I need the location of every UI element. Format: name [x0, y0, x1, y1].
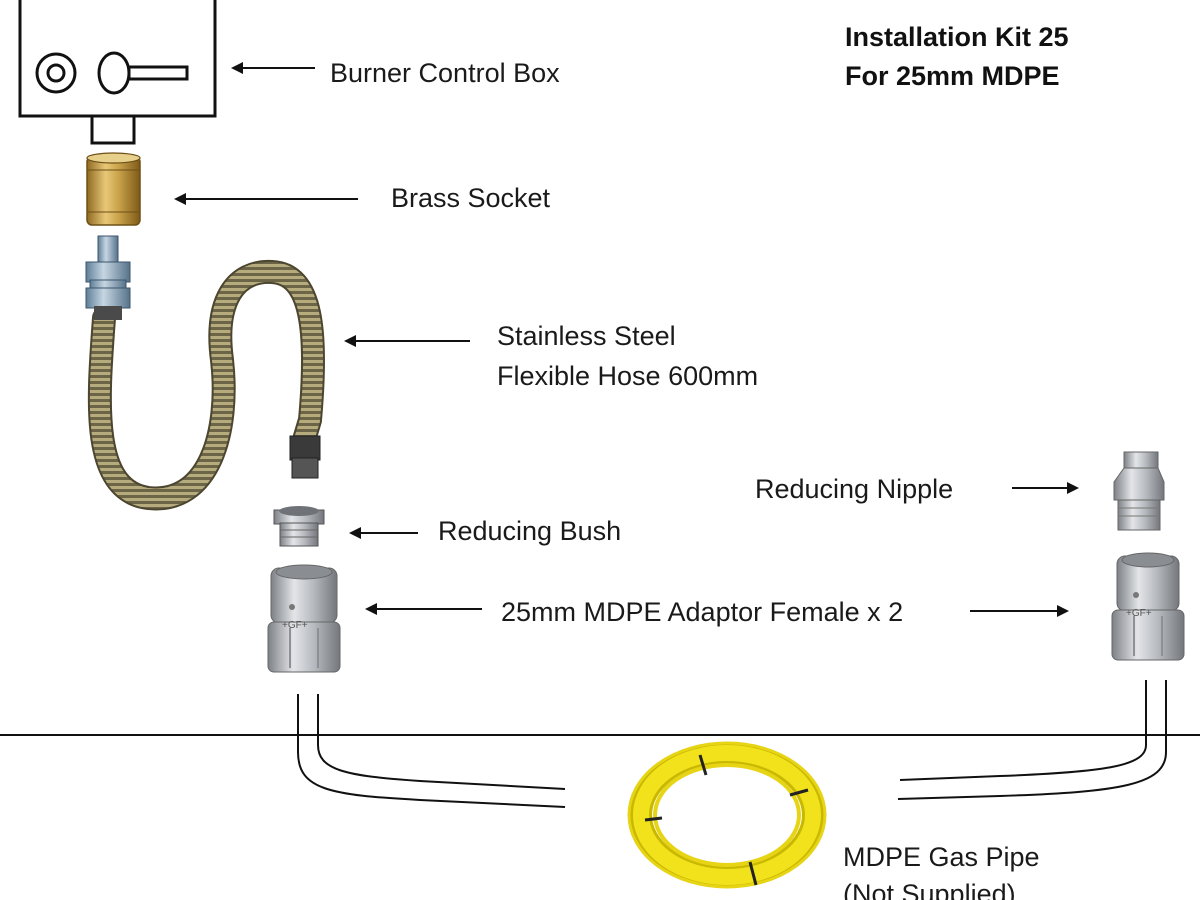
reducing-nipple-image [1113, 451, 1165, 531]
kit-subtitle: For 25mm MDPE [845, 61, 1060, 91]
brass-socket-image [86, 152, 141, 226]
label-hose-line2: Flexible Hose 600mm [497, 361, 758, 391]
label-reducing-bush: Reducing Bush [438, 516, 621, 546]
arrow-adaptor-right [970, 605, 1069, 617]
reducing-bush-image [273, 506, 325, 547]
adaptor-right-marking: +GF+ [1126, 608, 1152, 619]
label-burner-control-box: Burner Control Box [330, 58, 560, 88]
label-adaptor: 25mm MDPE Adaptor Female x 2 [501, 597, 903, 627]
arrow-hose [344, 335, 470, 347]
label-gas-pipe-line2: (Not Supplied) [843, 879, 1016, 900]
arrow-reducing-bush [349, 527, 418, 539]
arrow-brass-socket [174, 193, 358, 205]
adaptor-left-marking: +GF+ [282, 620, 308, 631]
flexible-hose-image [85, 235, 326, 511]
adaptor-left-image: +GF+ [267, 564, 341, 673]
pipe-left-outline [297, 694, 566, 808]
label-hose-line1: Stainless Steel [497, 321, 676, 351]
control-lever-icon [97, 51, 131, 95]
arrow-reducing-nipple [1012, 482, 1079, 494]
pipe-right-outline [897, 680, 1167, 800]
burner-control-box [18, 0, 217, 145]
mdpe-gas-pipe-coil-image [627, 741, 827, 889]
label-reducing-nipple: Reducing Nipple [755, 474, 953, 504]
label-brass-socket: Brass Socket [391, 183, 551, 213]
kit-title: Installation Kit 25 [845, 22, 1069, 52]
box-outlet [90, 114, 136, 145]
arrow-burner [231, 62, 315, 74]
label-gas-pipe-line1: MDPE Gas Pipe [843, 842, 1040, 872]
adaptor-right-image: +GF+ [1111, 552, 1185, 661]
control-knob-icon [35, 52, 77, 94]
arrow-adaptor-left [365, 603, 482, 615]
